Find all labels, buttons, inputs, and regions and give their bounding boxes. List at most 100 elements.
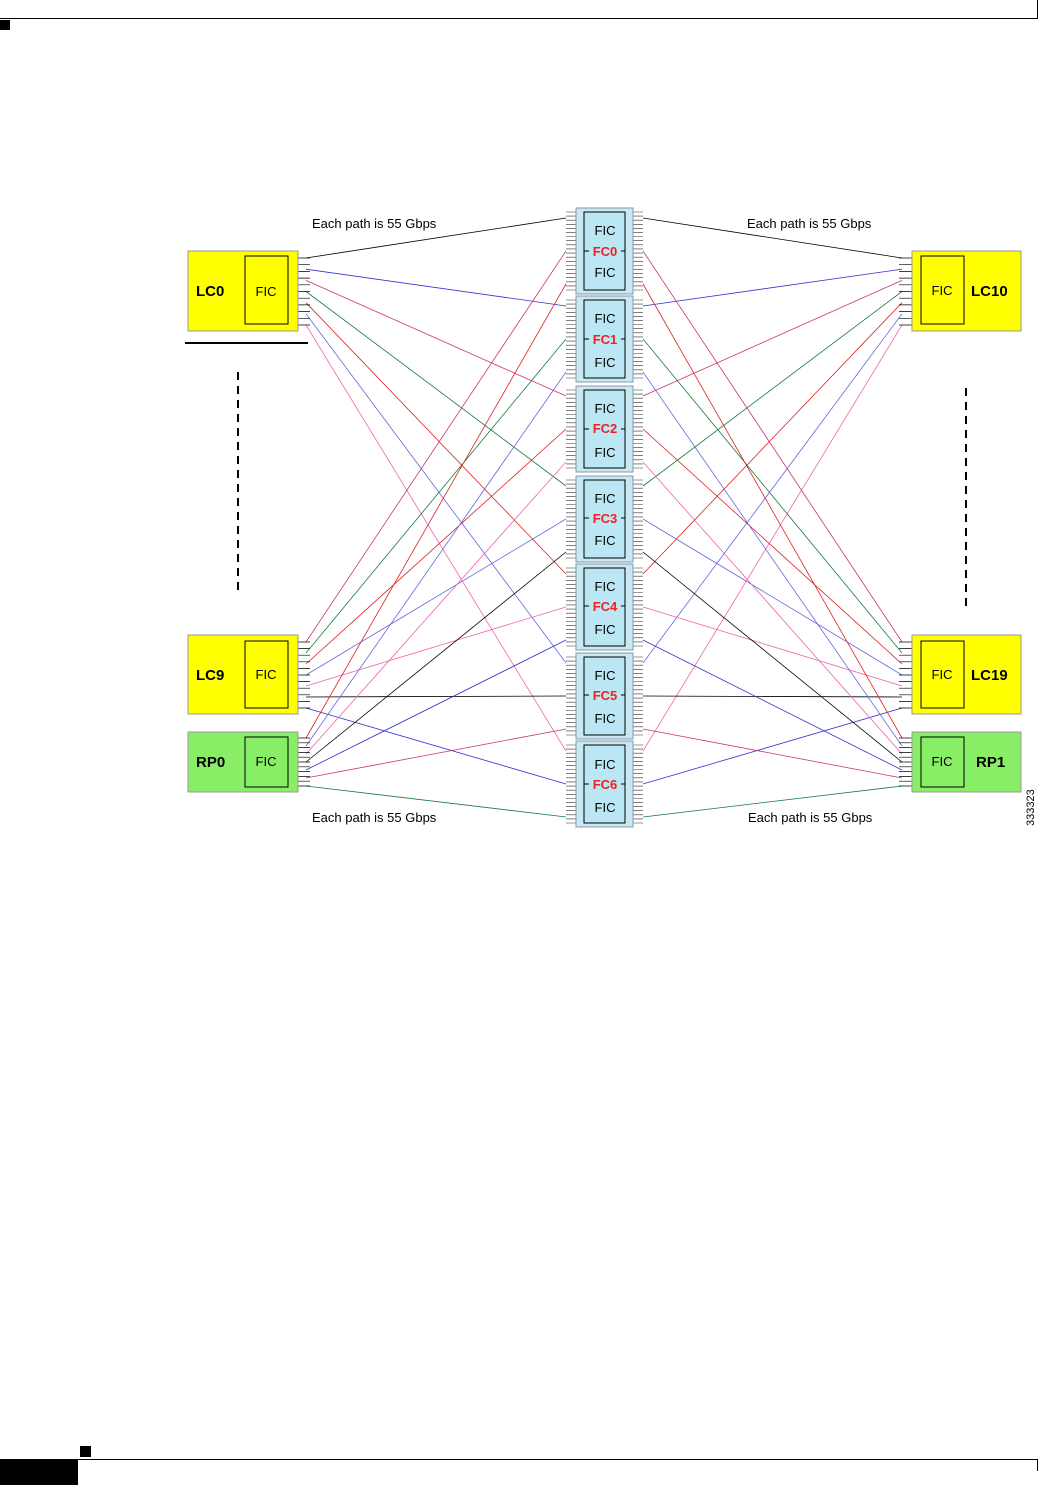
card-lc10-fic-label: FIC [932, 283, 953, 298]
fabric-card-fc1-fic-top: FIC [595, 311, 616, 326]
footer-page-tab [0, 1460, 78, 1485]
card-lc19: FIC LC19 [911, 634, 1022, 715]
link-line [305, 268, 567, 307]
fabric-card-fc5-label: FC5 [593, 688, 618, 703]
fabric-card-fc0: FIC FIC FC0 [575, 207, 634, 295]
card-rp0-fic-box [244, 736, 289, 788]
card-lc0-fic-box [244, 255, 289, 325]
link-line [305, 707, 567, 785]
card-lc19-label: LC19 [971, 667, 1008, 684]
link-line [642, 302, 903, 575]
link-line [305, 695, 567, 698]
card-lc10-label: LC10 [971, 283, 1008, 300]
link-line [642, 728, 903, 779]
link-line [642, 695, 903, 698]
card-lc19-fic-box [920, 640, 965, 709]
fabric-card-column: FIC FIC FC0 FIC FIC FC1 FIC FIC FC2 [575, 207, 634, 828]
fabric-card-fc1-label-bg [589, 332, 621, 346]
fabric-card-fc2-label-bg [589, 422, 621, 436]
card-lc10-fic-box [920, 255, 965, 325]
card-lc9-fic-box [244, 640, 289, 709]
fabric-card-fc2-fic-bottom: FIC [595, 445, 616, 460]
path-label-top-right: Each path is 55 Gbps [747, 216, 872, 231]
link-line [642, 707, 903, 785]
card-rp1-fic-box [920, 736, 965, 788]
fabric-card-fc0-fic-top: FIC [595, 223, 616, 238]
link-line [642, 518, 903, 676]
card-lc0-label: LC0 [196, 283, 224, 300]
footer-rule-tick [1037, 1459, 1038, 1471]
header-rule [0, 18, 1037, 19]
fabric-card-fc0-label: FC0 [593, 244, 618, 259]
link-line [305, 785, 567, 818]
fabric-card-fc1: FIC FIC FC1 [575, 295, 634, 383]
link-line [642, 313, 903, 664]
fabric-card-fc4: FIC FIC FC4 [575, 563, 634, 651]
link-line [305, 518, 567, 676]
card-rp0-label: RP0 [196, 754, 225, 771]
fabric-card-fc3-fic-bottom: FIC [595, 533, 616, 548]
card-rp1: FIC RP1 [911, 731, 1022, 793]
link-line [642, 551, 903, 763]
link-line [642, 279, 903, 397]
fabric-card-fc1-fic-bottom: FIC [595, 355, 616, 370]
path-label-bottom-right: Each path is 55 Gbps [748, 810, 873, 825]
link-line [642, 283, 903, 739]
header-rule-tick [1037, 0, 1038, 19]
link-line [305, 428, 567, 665]
link-line [305, 338, 567, 654]
card-lc10: FIC LC10 [911, 250, 1022, 332]
fabric-card-fc4-label-bg [589, 599, 621, 613]
fabric-card-fc0-label-bg [589, 244, 621, 258]
fabric-card-fc4-fic-top: FIC [595, 579, 616, 594]
fabric-card-fc2-label: FC2 [593, 421, 618, 436]
fabric-card-fc5-fic-bottom: FIC [595, 711, 616, 726]
link-line [305, 217, 567, 259]
card-lc9-fic-label: FIC [256, 667, 277, 682]
link-line [642, 371, 903, 747]
figure-id: 333323 [1025, 789, 1037, 826]
link-line [305, 551, 567, 763]
fabric-card-fc4-fic-bottom: FIC [595, 622, 616, 637]
header-marker [0, 20, 10, 30]
link-line [305, 461, 567, 755]
link-line [305, 324, 567, 752]
card-rp0-fic-label: FIC [256, 754, 277, 769]
footer-rule [0, 1459, 1037, 1460]
card-rp1-fic-label: FIC [932, 754, 953, 769]
fabric-card-fc6-label: FC6 [593, 777, 618, 792]
fabric-card-fc0-fic-bottom: FIC [595, 265, 616, 280]
link-line [305, 728, 567, 779]
link-line [305, 606, 567, 687]
fabric-card-fc3-fic-top: FIC [595, 491, 616, 506]
fabric-card-fc2-fic-top: FIC [595, 401, 616, 416]
fabric-card-fc3: FIC FIC FC3 [575, 475, 634, 563]
fabric-card-fc3-label-bg [589, 511, 621, 525]
link-line [642, 461, 903, 755]
path-label-top-left: Each path is 55 Gbps [312, 216, 437, 231]
link-line [642, 606, 903, 687]
card-lc0-fic-label: FIC [256, 284, 277, 299]
path-label-bottom-left: Each path is 55 Gbps [312, 810, 437, 825]
fabric-card-fc6-fic-top: FIC [595, 757, 616, 772]
fabric-card-fc6-label-bg [589, 777, 621, 791]
fabric-card-fc6-fic-bottom: FIC [595, 800, 616, 815]
card-lc0: LC0 FIC [187, 250, 299, 332]
fabric-card-fc5-label-bg [589, 688, 621, 702]
card-lc19-fic-label: FIC [932, 667, 953, 682]
fabric-card-fc5: FIC FIC FC5 [575, 652, 634, 740]
link-line [642, 324, 903, 752]
fabric-card-fc3-label: FC3 [593, 511, 618, 526]
fabric-card-fc2: FIC FIC FC2 [575, 385, 634, 473]
link-line [305, 371, 567, 747]
link-line [305, 313, 567, 664]
link-line [305, 302, 567, 575]
card-lc9: LC9 FIC [187, 634, 299, 715]
link-line [642, 639, 903, 771]
fabric-card-fc4-label: FC4 [593, 599, 618, 614]
link-line [642, 268, 903, 307]
card-lc9-label: LC9 [196, 667, 224, 684]
link-line [642, 291, 903, 487]
link-line [642, 785, 903, 818]
